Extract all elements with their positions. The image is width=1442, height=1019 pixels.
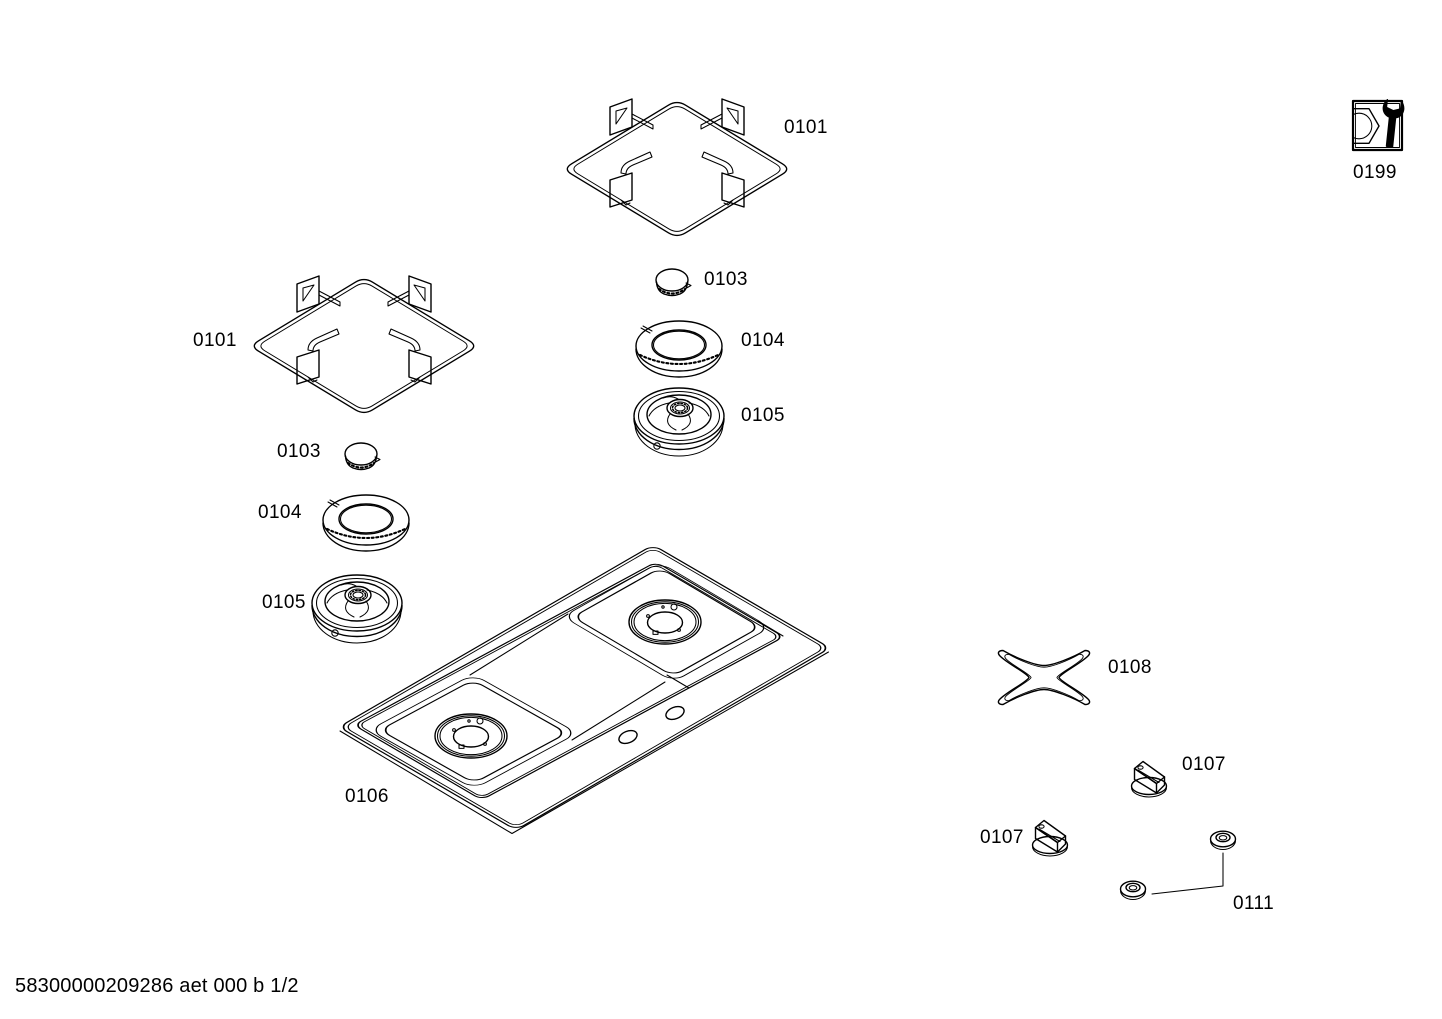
pan-support-top-drawing (566, 98, 788, 237)
wok-support-drawing (997, 649, 1091, 706)
part-label-burner-ring-right: 0104 (741, 330, 785, 351)
wrench-icon (1382, 98, 1405, 148)
burner-base-left-drawing (311, 574, 403, 644)
knob-lower-drawing (1031, 819, 1069, 857)
burner-mount-left (434, 713, 508, 759)
washer-pointer-line (1151, 852, 1224, 895)
burner-base-right-drawing (633, 387, 725, 457)
part-label-knob-upper: 0107 (1182, 754, 1226, 775)
part-label-cooktop: 0106 (345, 786, 389, 807)
part-label-pan-support-left: 0101 (193, 330, 237, 351)
knob-hole-right (665, 705, 685, 721)
burner-ring-left-drawing (321, 493, 411, 553)
washer-upper-drawing (1209, 830, 1237, 851)
part-label-burner-cap-right: 0103 (704, 269, 748, 290)
cooktop-panel-drawing (339, 547, 830, 835)
burner-mount-right (628, 599, 702, 645)
part-label-burner-base-right: 0105 (741, 405, 785, 426)
pan-support-left-drawing (253, 275, 475, 414)
burner-cap-right-drawing (654, 267, 693, 297)
burner-ring-right-drawing (634, 319, 724, 379)
part-label-burner-base-left: 0105 (262, 592, 306, 613)
part-label-pan-support-top: 0101 (784, 117, 828, 138)
washer-lower-drawing (1119, 880, 1147, 901)
document-number: 58300000209286 aet 000 b 1/2 (15, 975, 299, 997)
part-label-knob-lower: 0107 (980, 827, 1024, 848)
part-label-washers: 0111 (1233, 893, 1275, 914)
part-label-burner-ring-left: 0104 (258, 502, 302, 523)
burner-cap-left-drawing (343, 441, 382, 471)
part-label-wok-support: 0108 (1108, 657, 1152, 678)
knob-hole-left (618, 729, 638, 745)
nut-icon (1353, 107, 1380, 145)
service-wrench-icon (1351, 98, 1405, 152)
part-label-burner-cap-left: 0103 (277, 441, 321, 462)
part-label-service-icon: 0199 (1353, 162, 1397, 183)
knob-upper-drawing (1130, 760, 1168, 798)
